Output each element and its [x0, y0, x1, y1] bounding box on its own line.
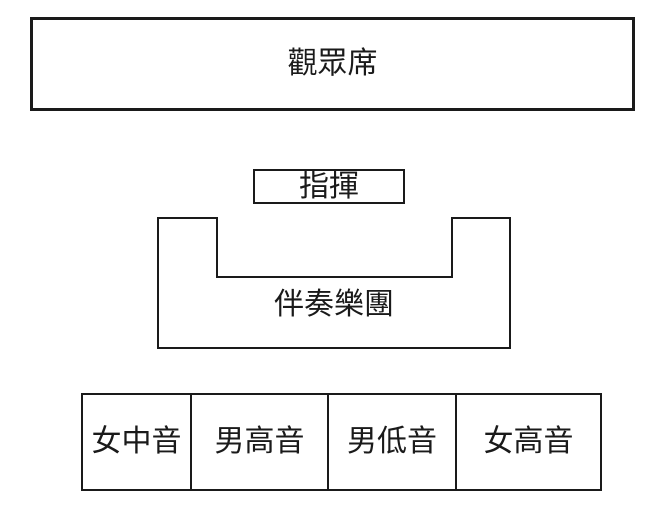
orchestra-label: 伴奏樂團 [274, 288, 394, 321]
orchestra-stage: 伴奏樂團 [156, 216, 512, 350]
voice-box-mezzo-soprano: 女中音 [81, 393, 192, 491]
voice-box-soprano-label: 女高音 [483, 425, 574, 458]
voice-box-mezzo-soprano-label: 女中音 [91, 425, 182, 458]
voice-box-tenor: 男高音 [190, 393, 329, 491]
audience-label: 觀眾席 [287, 47, 378, 80]
orchestra-u-shape-outline [157, 217, 511, 349]
conductor-label: 指揮 [299, 169, 359, 203]
voice-section-row: 女中音 男高音 男低音 女高音 [81, 393, 602, 491]
audience-box: 觀眾席 [30, 17, 635, 111]
conductor-box: 指揮 [253, 169, 405, 204]
voice-box-bass-label: 男低音 [347, 425, 437, 458]
voice-box-soprano: 女高音 [455, 393, 602, 491]
voice-box-bass: 男低音 [327, 393, 457, 491]
voice-box-tenor-label: 男高音 [214, 425, 305, 458]
